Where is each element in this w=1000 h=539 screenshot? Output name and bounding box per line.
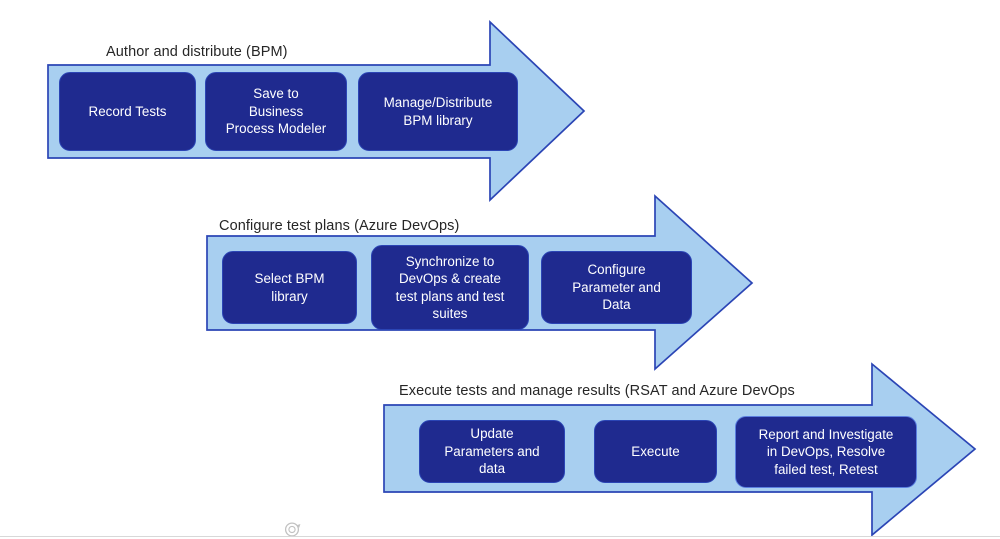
step-report-investigate[interactable]: Report and Investigate in DevOps, Resolv…: [735, 416, 917, 488]
step-save-to-bpm[interactable]: Save to Business Process Modeler: [205, 72, 347, 151]
step-synchronize-devops-label: Synchronize to DevOps & create test plan…: [395, 253, 505, 322]
stage-title-3: Execute tests and manage results (RSAT a…: [399, 383, 795, 399]
step-save-to-bpm-label: Save to Business Process Modeler: [225, 86, 327, 137]
step-select-bpm-library[interactable]: Select BPM library: [222, 251, 357, 324]
refresh-circle-icon: [284, 522, 301, 537]
step-manage-distribute[interactable]: Manage/Distribute BPM library: [358, 72, 518, 151]
step-record-tests-label: Record Tests: [88, 103, 167, 119]
stage-title-2: Configure test plans (Azure DevOps): [219, 218, 460, 234]
step-configure-parameter-data-label: Configure Parameter and Data: [572, 262, 661, 313]
step-execute-label: Execute: [631, 443, 680, 459]
step-manage-distribute-label: Manage/Distribute BPM library: [383, 95, 493, 128]
bottom-divider: [0, 536, 1000, 537]
step-synchronize-devops[interactable]: Synchronize to DevOps & create test plan…: [371, 245, 529, 330]
step-configure-parameter-data[interactable]: Configure Parameter and Data: [541, 251, 692, 324]
step-update-parameters[interactable]: Update Parameters and data: [419, 420, 565, 483]
stage-title-1: Author and distribute (BPM): [106, 44, 288, 60]
step-update-parameters-label: Update Parameters and data: [444, 426, 540, 477]
step-record-tests[interactable]: Record Tests: [59, 72, 196, 151]
step-execute[interactable]: Execute: [594, 420, 717, 483]
step-select-bpm-library-label: Select BPM library: [254, 271, 325, 304]
step-report-investigate-label: Report and Investigate in DevOps, Resolv…: [758, 426, 894, 477]
